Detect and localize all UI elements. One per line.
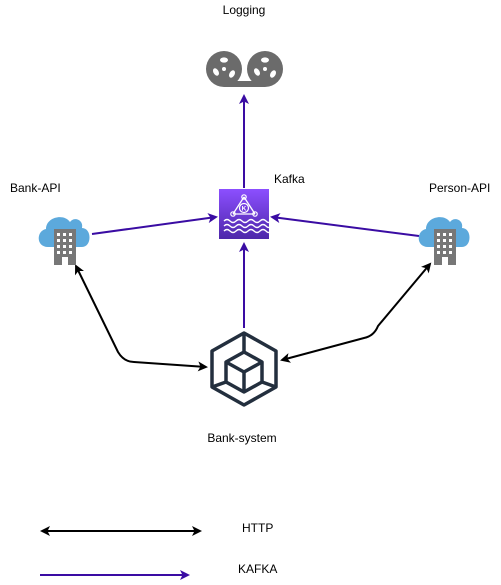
bank-api-to-kafka-arrow	[91, 213, 218, 235]
bank-api-cloud-building-icon	[38, 217, 90, 265]
bank-api-bank-system-http-arrow	[75, 264, 208, 372]
svg-text:K: K	[242, 206, 247, 213]
person-api-to-kafka-arrow	[270, 213, 420, 237]
legend-kafka-label: KAFKA	[238, 562, 277, 576]
person-api-cloud-building-icon	[418, 217, 470, 265]
bank-api-label: Bank-API	[10, 181, 61, 195]
cube-icon	[210, 331, 278, 407]
kafka-label: Kafka	[274, 172, 305, 186]
logging-label: Logging	[223, 3, 266, 17]
legend: HTTP KAFKA	[40, 521, 277, 580]
bank-system-label: Bank-system	[207, 431, 276, 445]
person-api-label: Person-API	[429, 181, 490, 195]
reel-to-reel-tape-icon	[206, 51, 283, 87]
legend-http-label: HTTP	[242, 521, 273, 535]
kafka-stream-icon: K	[219, 189, 271, 239]
person-api-bank-system-http-arrow	[280, 262, 432, 363]
